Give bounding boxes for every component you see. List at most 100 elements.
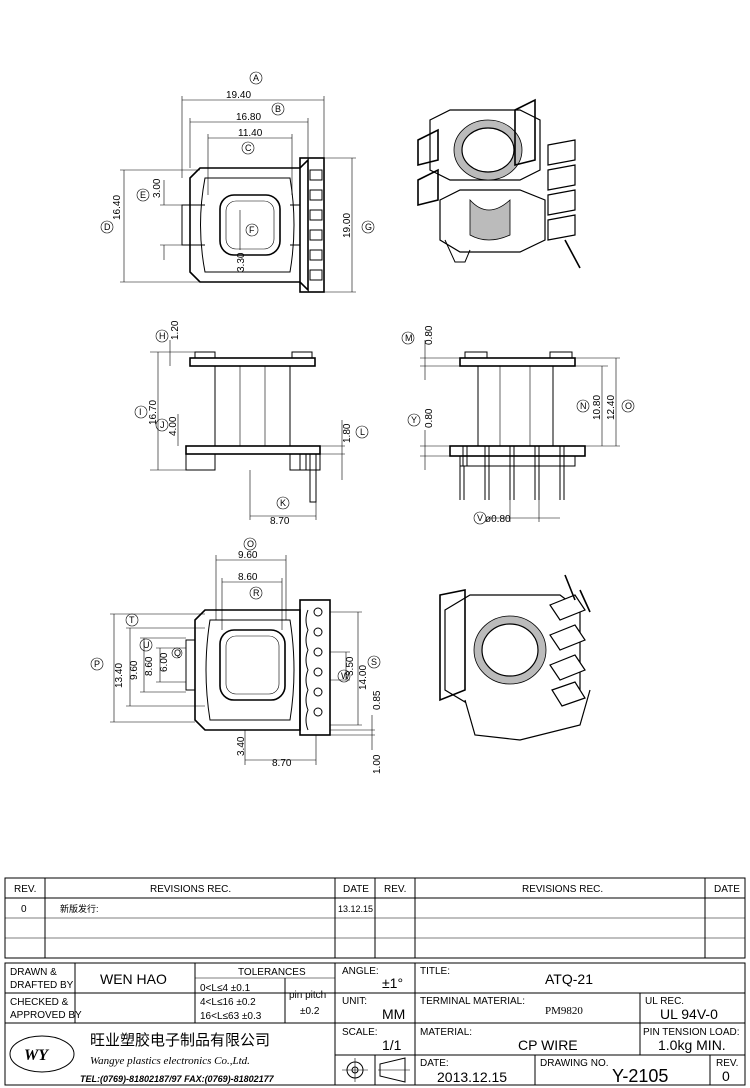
drawn-by-value: WEN HAO: [100, 971, 167, 987]
svg-text:K: K: [280, 498, 286, 508]
circled-labels: O R P T U Q W S: [90, 537, 381, 683]
title-value: ATQ-21: [545, 971, 593, 987]
circled-labels: H I J K L: [134, 329, 369, 510]
rev-col-header: REV.: [14, 884, 36, 895]
iso-pins-bottom: [549, 574, 591, 707]
dim-text: 1.20: [170, 320, 181, 340]
terminal-material-value: PM9820: [545, 1005, 583, 1017]
date-value: 2013.12.15: [437, 1069, 507, 1085]
top-pins: [309, 169, 323, 281]
company-contact: TEL:(0769)-81802187/97 FAX:(0769)-818021…: [80, 1074, 275, 1084]
svg-text:Q: Q: [174, 648, 181, 658]
checked-label: CHECKED &: [10, 997, 69, 1008]
rev-col-header: REV.: [384, 884, 406, 895]
terminal-material-label: TERMINAL MATERIAL:: [420, 996, 525, 1007]
date-col-header: DATE: [343, 884, 369, 895]
svg-text:T: T: [129, 615, 135, 625]
dim-text: 8.70: [272, 758, 292, 769]
material-value: CP WIRE: [518, 1037, 578, 1053]
side-view: 0.80 0.80 10.80 12.40 ø0.80 M Y N O V: [401, 325, 635, 525]
unit-value: MM: [382, 1006, 405, 1022]
rev-note: 新版发行:: [60, 903, 99, 914]
dim-text: 3.50: [345, 656, 356, 676]
tolerances-label: TOLERANCES: [238, 967, 306, 978]
checked-label: APPROVED BY: [10, 1010, 82, 1021]
svg-text:L: L: [360, 427, 365, 437]
iso-view-bottom: [439, 574, 591, 741]
front-view: 1.20 16.70 4.00 1.80 8.70 H I J K L: [134, 320, 369, 527]
dim-text: 8.60: [144, 656, 155, 676]
ul-label: UL REC.: [645, 996, 684, 1007]
drawing-no-value: Y-2105: [612, 1066, 668, 1086]
material-label: MATERIAL:: [420, 1027, 472, 1038]
circled-labels: A B C D E F G: [100, 71, 375, 237]
svg-text:U: U: [143, 640, 150, 650]
svg-text:V: V: [477, 513, 483, 523]
bottom-pins: [305, 607, 323, 731]
company-logo: WY: [9, 1035, 75, 1073]
title-label: TITLE:: [420, 966, 450, 977]
svg-text:B: B: [275, 104, 281, 114]
dim-text: 3.40: [236, 736, 247, 756]
revisions-table: REV. REVISIONS REC. DATE REV. REVISIONS …: [4, 877, 746, 959]
svg-text:A: A: [253, 73, 259, 83]
tolerance-row: 16<L≤63 ±0.3: [200, 1011, 262, 1022]
svg-text:I: I: [139, 407, 142, 417]
drawing-no-label: DRAWING NO.: [540, 1058, 609, 1069]
tolerance-row: 0<L≤4 ±0.1: [200, 983, 251, 994]
svg-text:C: C: [245, 143, 252, 153]
svg-text:J: J: [160, 420, 165, 430]
side-pins: [459, 445, 565, 500]
dim-text: 19.40: [226, 90, 251, 101]
svg-text:O: O: [247, 539, 254, 549]
rev-value: 0: [722, 1068, 730, 1084]
svg-text:G: G: [365, 222, 372, 232]
dim-text: 9.60: [238, 550, 258, 561]
svg-text:R: R: [253, 588, 260, 598]
dim-text: 11.40: [238, 128, 263, 139]
rev-date: 13.12.15: [338, 904, 373, 914]
company-name-en: Wangye plastics electronics Co.,Ltd.: [90, 1055, 250, 1067]
svg-text:O: O: [625, 401, 632, 411]
circled-labels: M Y N O V: [401, 331, 635, 525]
drawn-label: DRAWN &: [10, 967, 57, 978]
svg-text:E: E: [140, 190, 146, 200]
pin-tension-label: PIN TENSION LOAD:: [643, 1027, 740, 1038]
date-label: DATE:: [420, 1058, 449, 1069]
drawn-label: DRAFTED BY: [10, 980, 74, 991]
tolerance-row: 4<L≤16 ±0.2: [200, 997, 256, 1008]
iso-pins-top: [547, 139, 581, 269]
unit-label: UNIT:: [342, 996, 367, 1007]
svg-text:W: W: [341, 671, 350, 681]
angle-label: ANGLE:: [342, 966, 379, 977]
svg-text:M: M: [405, 333, 413, 343]
dim-text: 12.40: [606, 395, 617, 420]
dim-text: ø0.80: [485, 514, 511, 525]
svg-text:N: N: [580, 401, 587, 411]
dim-text: 8.70: [270, 516, 290, 527]
dim-text: 8.60: [238, 572, 258, 583]
scale-label: SCALE:: [342, 1027, 378, 1038]
svg-text:F: F: [249, 225, 255, 235]
revisions-col-header: REVISIONS REC.: [150, 884, 231, 895]
title-block: DRAWN & DRAFTED BY WEN HAO CHECKED & APP…: [4, 962, 746, 1086]
svg-text:S: S: [371, 657, 377, 667]
svg-text:P: P: [94, 659, 100, 669]
svg-text:H: H: [159, 331, 166, 341]
ul-value: UL 94V-0: [660, 1006, 718, 1022]
bottom-view: 9.60 8.60 13.40 9.60 8.60 6.00 3.50 14.0…: [90, 537, 383, 774]
logo-text: WY: [24, 1047, 49, 1064]
rev-value: 0: [21, 904, 27, 915]
dim-text: 16.40: [112, 195, 123, 220]
pin-tension-value: 1.0kg MIN.: [658, 1037, 726, 1053]
dim-text: 4.00: [168, 416, 179, 436]
dim-text: 14.00: [358, 665, 369, 690]
top-view: 19.40 16.80 11.40 16.40 3.00 3.30 19.00 …: [100, 71, 375, 293]
dim-text: 9.60: [129, 660, 140, 680]
projection-symbol: [342, 1057, 410, 1083]
dim-text: 1.00: [372, 754, 383, 774]
dim-text: 1.80: [342, 423, 353, 443]
revisions-col-header: REVISIONS REC.: [522, 884, 603, 895]
scale-value: 1/1: [382, 1037, 402, 1053]
